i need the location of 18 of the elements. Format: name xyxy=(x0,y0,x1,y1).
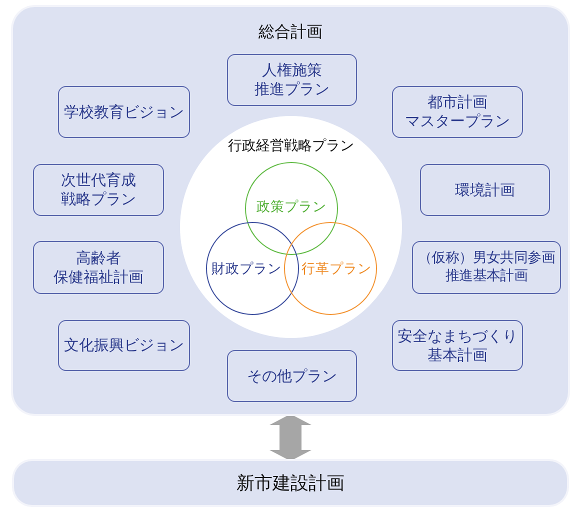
plan-box: その他プラン xyxy=(227,350,357,402)
plan-box: 都市計画マスタープラン xyxy=(392,86,523,138)
venn-circle: 政策プラン xyxy=(245,162,338,255)
plan-box: 次世代育成戦略プラン xyxy=(33,164,164,216)
plan-box: 環境計画 xyxy=(420,164,550,216)
plan-box: 人権施策推進プラン xyxy=(227,54,357,106)
panel-title: 総合計画 xyxy=(258,22,322,43)
venn-circle: 財政プラン xyxy=(206,222,299,315)
plan-box: 高齢者保健福祉計画 xyxy=(33,241,164,294)
double-arrow xyxy=(270,414,312,461)
plan-panel xyxy=(13,7,568,414)
plan-box: 安全なまちづくり基本計画 xyxy=(392,320,523,371)
venn-circle: 行革プラン xyxy=(284,222,377,315)
plan-box: 学校教育ビジョン xyxy=(58,86,190,138)
plan-banner: 新市建設計画 xyxy=(14,461,567,505)
circle-title: 行政経営戦略プラン xyxy=(228,137,354,155)
plan-box: 文化振興ビジョン xyxy=(58,320,190,371)
plan-box: （仮称）男女共同参画推進基本計画 xyxy=(412,241,561,294)
